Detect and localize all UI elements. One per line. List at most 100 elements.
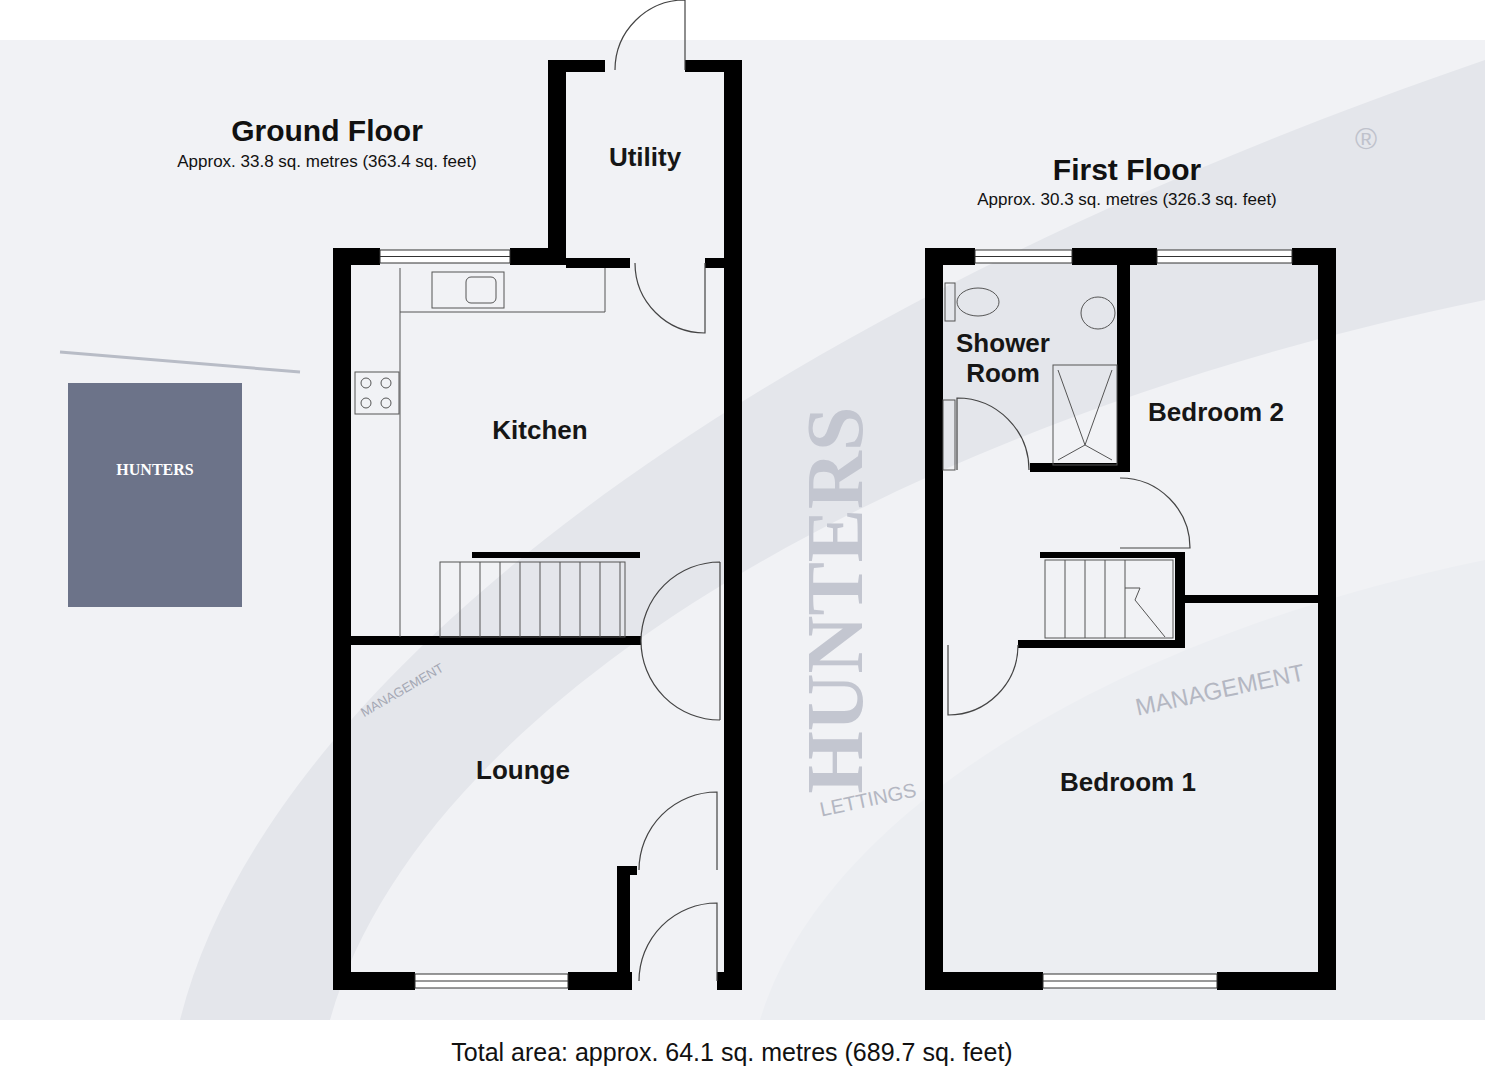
door-swing bbox=[948, 645, 1018, 715]
stair-tread bbox=[620, 562, 621, 637]
window-pane bbox=[975, 256, 1072, 257]
room-name: Utility bbox=[609, 142, 681, 172]
room: Bedroom 2 bbox=[1131, 372, 1301, 452]
floor-heading: First Floor bbox=[927, 153, 1327, 187]
stair-tread bbox=[520, 562, 521, 637]
hob-ring bbox=[361, 378, 371, 388]
wall bbox=[566, 258, 630, 268]
wall bbox=[925, 248, 943, 990]
wall bbox=[333, 972, 415, 990]
stair-tread bbox=[1085, 560, 1086, 638]
windows bbox=[380, 250, 1292, 988]
wall bbox=[1018, 640, 1185, 648]
sign-bracket bbox=[60, 352, 300, 372]
wall bbox=[1175, 552, 1185, 648]
floor-area: Approx. 33.8 sq. metres (363.4 sq. feet) bbox=[127, 152, 527, 172]
window bbox=[1043, 974, 1217, 988]
hob-ring bbox=[381, 398, 391, 408]
wall-stub bbox=[943, 400, 955, 470]
window-pane bbox=[1157, 256, 1292, 257]
window bbox=[975, 250, 1072, 263]
wall bbox=[1072, 248, 1157, 265]
wall bbox=[1318, 248, 1336, 990]
door-swing bbox=[635, 263, 705, 333]
stair-tread bbox=[580, 562, 581, 637]
wall bbox=[1117, 265, 1130, 472]
wall bbox=[925, 972, 1043, 990]
window bbox=[380, 250, 510, 263]
hob bbox=[355, 372, 399, 414]
wall bbox=[617, 866, 630, 976]
room: Shower Room bbox=[942, 318, 1064, 398]
wall bbox=[333, 248, 380, 265]
window-pane bbox=[1043, 981, 1217, 982]
floor-plan: Ground FloorApprox. 33.8 sq. metres (363… bbox=[120, 50, 750, 995]
door-swing bbox=[639, 903, 717, 981]
door-swing bbox=[1120, 478, 1190, 548]
hob-ring bbox=[361, 398, 371, 408]
room-name: Kitchen bbox=[492, 415, 587, 445]
window-pane bbox=[380, 256, 510, 257]
wall bbox=[1292, 248, 1336, 265]
room-name: Bedroom 2 bbox=[1148, 397, 1284, 427]
stair-tread bbox=[600, 562, 601, 637]
wall bbox=[1030, 463, 1130, 472]
floor-heading: Ground Floor bbox=[127, 114, 527, 148]
fixtures bbox=[355, 268, 1173, 638]
door-swing bbox=[639, 792, 717, 870]
toilet bbox=[957, 288, 999, 316]
door-swing bbox=[641, 562, 720, 720]
wall bbox=[1217, 972, 1336, 990]
wall bbox=[617, 866, 637, 875]
floor-plan: First FloorApprox. 30.3 sq. metres (326.… bbox=[915, 150, 1345, 995]
wall bbox=[1180, 595, 1320, 603]
stair-tread bbox=[480, 562, 481, 637]
floor-area: Approx. 30.3 sq. metres (326.3 sq. feet) bbox=[927, 190, 1327, 210]
stair-tread bbox=[1105, 560, 1106, 638]
stairs bbox=[440, 562, 625, 637]
basin bbox=[1081, 297, 1115, 329]
watermark-text: ® bbox=[1355, 121, 1377, 156]
stairs bbox=[1045, 560, 1173, 638]
shower-tray bbox=[1053, 365, 1117, 465]
kitchen-sink bbox=[432, 272, 504, 308]
stair-tread bbox=[1065, 560, 1066, 638]
wall bbox=[548, 60, 605, 72]
room: Utility bbox=[566, 72, 724, 242]
stair-tread bbox=[500, 562, 501, 637]
walls bbox=[333, 60, 1336, 990]
toilet-cistern bbox=[945, 283, 955, 321]
wall bbox=[548, 60, 566, 265]
door-swing bbox=[957, 398, 1029, 470]
window bbox=[415, 974, 568, 988]
wall bbox=[1040, 552, 1180, 558]
sign-text: HUNTERS bbox=[116, 461, 193, 479]
hanging-sign bbox=[68, 383, 242, 607]
watermark-text: HUNTERS bbox=[789, 407, 881, 794]
wall bbox=[472, 552, 640, 558]
wall bbox=[333, 248, 351, 990]
stair-tread bbox=[1125, 560, 1126, 638]
stair-tread bbox=[560, 562, 561, 637]
shower-tray-fall bbox=[1058, 370, 1112, 460]
room: Bedroom 1 bbox=[1028, 742, 1228, 822]
hob-ring bbox=[381, 378, 391, 388]
caption: Total area: approx. 64.1 sq. metres (689… bbox=[232, 1034, 1232, 1070]
wall bbox=[685, 60, 742, 72]
room: Kitchen bbox=[410, 330, 670, 530]
stair-tread bbox=[540, 562, 541, 637]
room-name: Bedroom 1 bbox=[1060, 767, 1196, 797]
wall bbox=[925, 248, 975, 265]
kitchen-counter bbox=[400, 268, 605, 637]
room: Lounge bbox=[393, 700, 653, 840]
door-swing bbox=[615, 0, 685, 70]
room-name: Lounge bbox=[476, 755, 570, 785]
sink-bowl bbox=[466, 277, 496, 303]
photo-band bbox=[180, 60, 1485, 1020]
doors bbox=[615, 0, 1190, 981]
wall bbox=[724, 60, 742, 990]
stair-winder bbox=[1125, 588, 1165, 637]
window-pane bbox=[415, 981, 568, 982]
wall bbox=[705, 258, 724, 268]
